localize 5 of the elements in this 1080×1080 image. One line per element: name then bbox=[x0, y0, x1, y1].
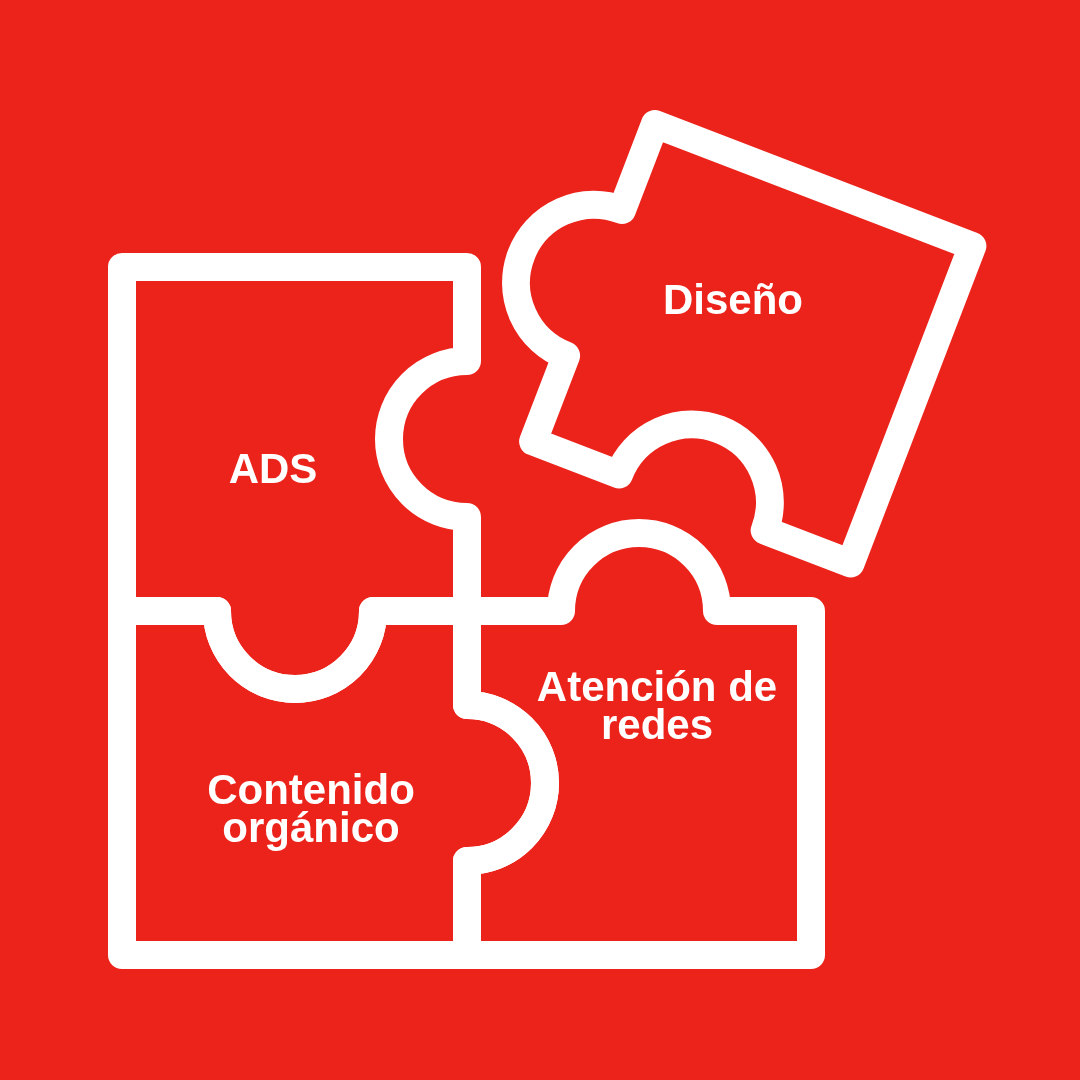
piece-label: Atención de redes bbox=[535, 668, 779, 744]
piece-label: ADS bbox=[228, 450, 318, 488]
piece-label: Diseño bbox=[663, 281, 803, 319]
puzzle-piece bbox=[502, 110, 987, 578]
puzzle-piece bbox=[453, 519, 825, 969]
